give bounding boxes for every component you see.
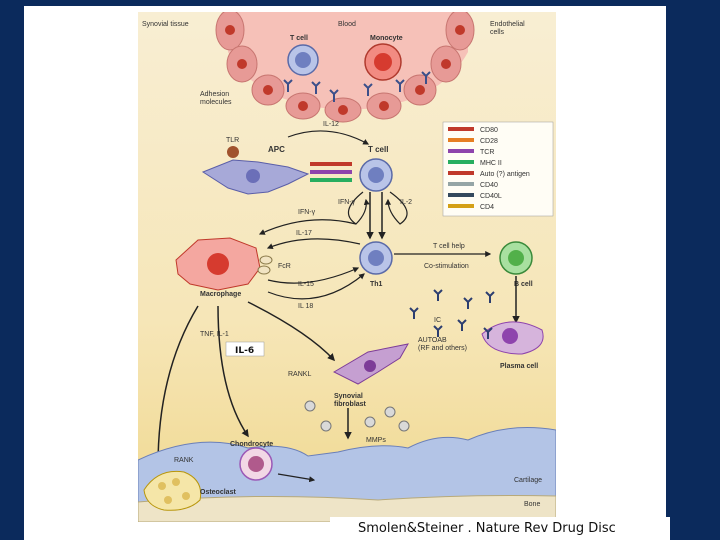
label-rankl: RANKL xyxy=(288,371,311,378)
label-bone: Bone xyxy=(524,501,540,508)
label-ic: IC xyxy=(434,317,441,324)
osteoclast-cell xyxy=(143,470,202,511)
t-cell-in-blood xyxy=(287,44,319,76)
chondrocyte-arrow xyxy=(277,473,316,483)
citation-caption: Smolen&Steiner . Nature Rev Drug Disc xyxy=(330,517,670,540)
label-cartilage: Cartilage xyxy=(514,477,542,484)
il2-loop xyxy=(385,191,408,225)
legend-swatch xyxy=(448,204,474,208)
cytokine-arrow-fibroblast xyxy=(247,301,336,362)
label-il6: IL-6 xyxy=(235,346,254,356)
b-cell xyxy=(499,241,533,275)
adhesion-molecules xyxy=(283,71,431,102)
label-fcr: FcR xyxy=(278,263,291,270)
label-ifn-gamma: IFN-γ xyxy=(298,209,316,216)
fcr-receptors xyxy=(257,255,273,275)
tlr-receptor xyxy=(227,146,239,158)
label-b-cell: B cell xyxy=(514,281,533,288)
bone xyxy=(138,495,556,522)
il12-arrow xyxy=(287,130,370,145)
legend-label: CD40 xyxy=(480,182,498,189)
label-macrophage: Macrophage xyxy=(200,291,241,298)
label-ifn-gamma-loop: IFN-γ xyxy=(338,199,356,206)
label-il17: IL-17 xyxy=(296,230,312,237)
chondrocyte-cell xyxy=(239,447,273,481)
apc-t-cell-synapse xyxy=(310,162,352,182)
t-cell-mid xyxy=(359,158,393,192)
label-rank: RANK xyxy=(174,457,194,464)
legend-swatch xyxy=(448,193,474,197)
label-il12: IL-12 xyxy=(323,121,339,128)
legend-swatch xyxy=(448,160,474,164)
legend-label: Auto (?) antigen xyxy=(480,171,530,178)
label-il15: IL-15 xyxy=(298,281,314,288)
label-apc: APC xyxy=(268,145,285,154)
antibodies xyxy=(409,289,495,339)
label-chondrocyte: Chondrocyte xyxy=(230,441,273,448)
label-osteoclast: Osteoclast xyxy=(200,489,236,496)
mmp-enzymes xyxy=(304,400,410,432)
cytokine-arrow-chondrocyte xyxy=(217,305,249,438)
cytokine-arrow-osteoclast xyxy=(154,305,199,468)
label-t-cell-top: T cell xyxy=(290,35,308,42)
label-blood: Blood xyxy=(338,21,356,28)
legend-label: CD4 xyxy=(480,204,494,211)
label-t-cell-help: T cell help xyxy=(433,243,465,250)
legend-swatch xyxy=(448,182,474,186)
legend-label: MHC II xyxy=(480,160,502,167)
label-co-stimulation: Co-stimulation xyxy=(424,263,469,270)
macrophage-nucleus xyxy=(207,253,229,275)
label-il2: IL-2 xyxy=(400,199,412,206)
legend-label: CD80 xyxy=(480,127,498,134)
endothelial-nuclei xyxy=(225,25,465,115)
monocyte xyxy=(364,43,402,81)
legend-swatch xyxy=(448,127,474,131)
label-th1: Th1 xyxy=(370,281,383,288)
label-plasma-cell: Plasma cell xyxy=(500,363,538,370)
il6-label-box xyxy=(225,341,265,357)
label-monocyte: Monocyte xyxy=(370,35,403,42)
legend-label: CD40L xyxy=(480,193,502,200)
il18-arrow xyxy=(267,273,365,300)
apc-nucleus xyxy=(246,169,260,183)
label-mmps: MMPs xyxy=(366,437,386,444)
il15-arrow xyxy=(267,267,360,284)
th1-cell xyxy=(359,241,393,275)
plasma-nucleus xyxy=(502,328,518,344)
ifn-gamma-arrow xyxy=(258,219,357,235)
legend-label: TCR xyxy=(480,149,494,156)
legend-swatch xyxy=(448,171,474,175)
fibroblast-nucleus xyxy=(364,360,376,372)
label-t-cell-mid: T cell xyxy=(368,145,388,154)
legend-swatch xyxy=(448,149,474,153)
label-synovial-tissue: Synovial tissue xyxy=(142,21,189,28)
legend-swatch xyxy=(448,138,474,142)
label-autoab: AUTOAB(RF and others) xyxy=(418,337,467,352)
osteoclast-nuclei xyxy=(158,478,190,504)
legend-label: CD28 xyxy=(480,138,498,145)
label-tnf-il1: TNF, IL-1 xyxy=(200,331,229,338)
label-il18: IL 18 xyxy=(298,303,313,310)
il17-arrow xyxy=(266,238,361,250)
label-tlr: TLR xyxy=(226,137,239,144)
